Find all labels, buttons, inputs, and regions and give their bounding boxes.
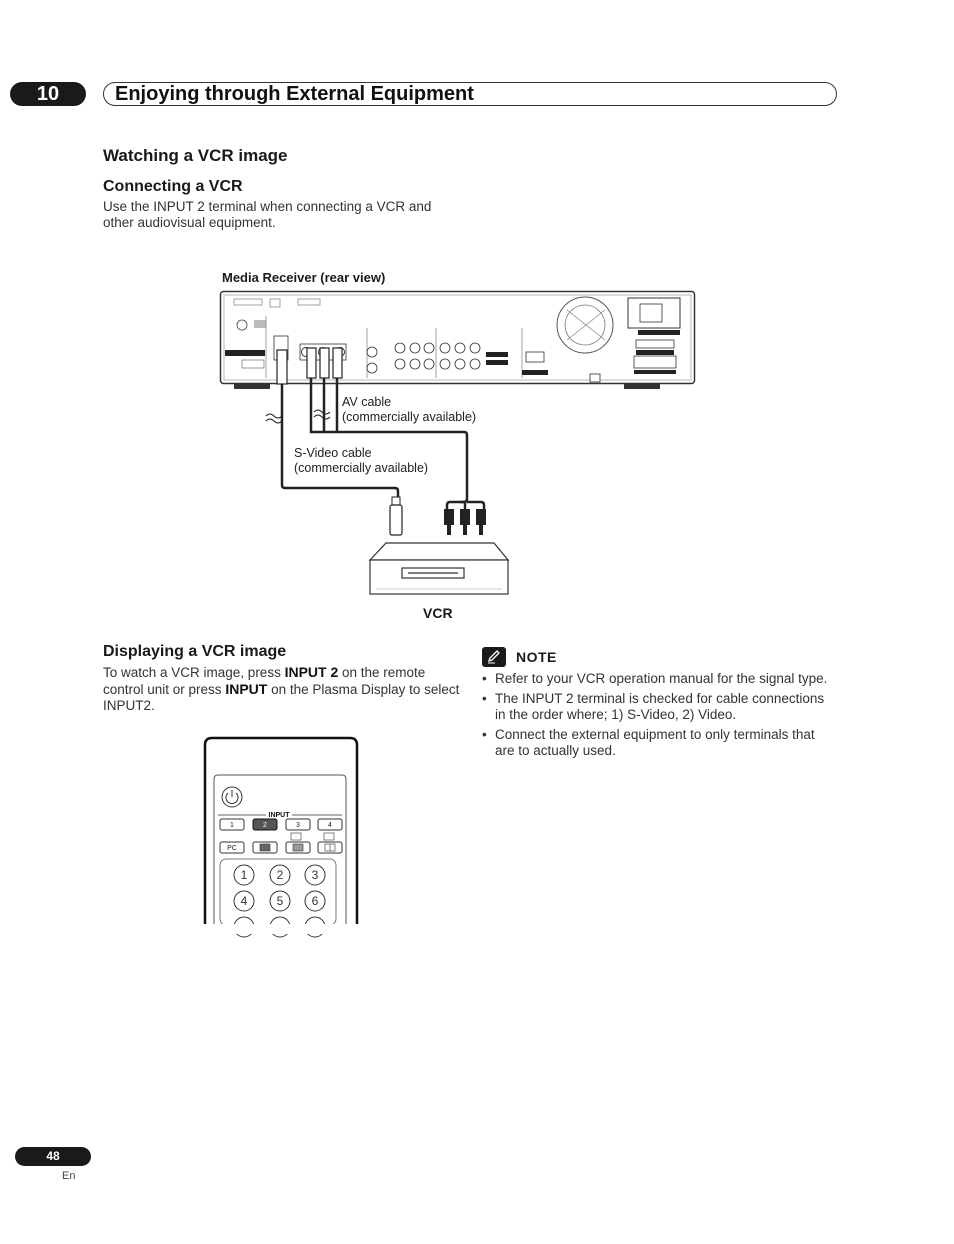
displaying-input-key: INPUT (225, 681, 268, 697)
cable-illustration (265, 347, 486, 510)
receiver-label: Media Receiver (rear view) (222, 270, 386, 285)
av-cable-line2: (commercially available) (342, 410, 477, 424)
av-cable-label: AV cable (commercially available) (342, 395, 476, 425)
remote-input-3: 3 (296, 822, 300, 829)
svideo-cable-line2: (commercially available) (294, 461, 429, 475)
displaying-body: To watch a VCR image, press INPUT 2 on t… (103, 664, 463, 714)
av-cable-line1: AV cable (342, 395, 392, 409)
pencil-note-icon (482, 647, 506, 667)
remote-number-3: 3 (312, 868, 319, 882)
displaying-text-1: To watch a VCR image, press (103, 665, 285, 680)
note-title: NOTE (516, 649, 557, 665)
chapter-title-bar (103, 82, 837, 106)
displaying-input2-key: INPUT 2 (284, 664, 339, 680)
remote-number-4: 4 (241, 894, 248, 908)
note-item: The INPUT 2 terminal is checked for cabl… (482, 691, 832, 723)
connecting-body: Use the INPUT 2 terminal when connecting… (103, 199, 432, 230)
remote-number-6: 6 (312, 894, 319, 908)
remote-input-4: 4 (328, 822, 332, 829)
remote-number-5: 5 (277, 894, 284, 908)
vcr-illustration (368, 496, 510, 595)
remote-pc-button: PC (227, 845, 237, 852)
displaying-title: Displaying a VCR image (103, 643, 287, 660)
connecting-title: Connecting a VCR (103, 178, 243, 195)
svideo-cable-label: S-Video cable (commercially available) (294, 446, 428, 476)
svideo-cable-line1: S-Video cable (294, 446, 372, 460)
remote-control-illustration: INPUT 1 2 3 4 PC 1 2 3 4 5 6 (200, 736, 365, 938)
remote-input-1: 1 (230, 822, 234, 829)
chapter-title: Enjoying through External Equipment (115, 83, 474, 105)
displaying-text-2: on the remote control unit or press (103, 665, 426, 697)
remote-input-2: 2 (263, 822, 267, 829)
note-list: Refer to your VCR operation manual for t… (482, 671, 832, 763)
note-item: Connect the external equipment to only t… (482, 727, 832, 759)
note-item: Refer to your VCR operation manual for t… (482, 671, 832, 687)
remote-number-2: 2 (277, 868, 284, 882)
remote-number-1: 1 (241, 868, 248, 882)
displaying-text-3: on the Plasma Display to select INPUT2. (103, 682, 460, 713)
remote-input-label: INPUT (269, 812, 291, 819)
vcr-label: VCR (423, 605, 453, 621)
page-language: En (62, 1170, 76, 1182)
page-number: 48 (15, 1147, 91, 1166)
section-title: Watching a VCR image (103, 146, 288, 165)
note-header: NOTE (482, 647, 557, 667)
chapter-number: 10 (10, 82, 86, 106)
